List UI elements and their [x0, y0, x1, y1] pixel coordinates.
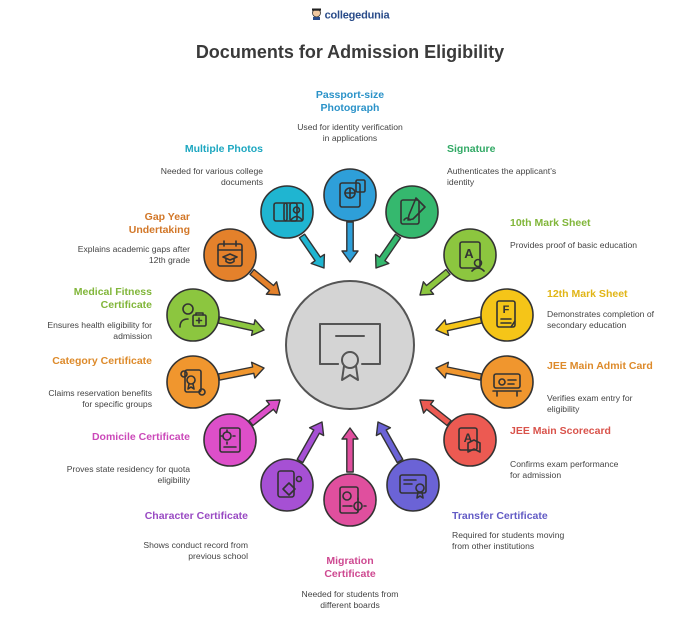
signature-icon: [400, 197, 426, 225]
desc-jee-score: Confirms exam performance for admission: [510, 459, 619, 480]
character-certificate-icon: [277, 470, 303, 498]
label-transfer: Transfer Certificate: [452, 510, 548, 522]
label-passport: Passport-size Photograph: [315, 89, 385, 114]
desc-twelfth: Demonstrates completion of secondary edu…: [547, 309, 654, 330]
arrow-jee-score: [419, 399, 452, 427]
scorecard-icon: A: [458, 427, 481, 453]
label-jee-admit: JEE Main Admit Card: [547, 360, 653, 372]
label-tenth: 10th Mark Sheet: [510, 217, 591, 229]
domicile-certificate-icon: [219, 427, 241, 453]
brand-mascot-icon: [311, 8, 322, 23]
circle-tenth: [443, 228, 497, 282]
desc-transfer: Required for students moving from other …: [452, 530, 565, 551]
desc-character: Shows conduct record from previous schoo…: [143, 540, 248, 561]
node-medical: [166, 288, 265, 342]
svg-text:A: A: [464, 431, 473, 445]
arrow-signature: [374, 233, 402, 269]
page-title: Documents for Admission Eligibility: [195, 42, 505, 62]
arrow-gap: [249, 268, 281, 296]
node-category: [166, 355, 265, 409]
label-character: Character Certificate: [144, 510, 248, 522]
arrow-medical: [217, 316, 265, 337]
node-jee-score: A: [419, 399, 497, 467]
desc-jee-admit: Verifies exam entry for eligibility: [547, 393, 633, 414]
arrow-passport: [341, 221, 359, 263]
transfer-certificate-icon: [399, 474, 427, 499]
circle-jee-admit: [480, 355, 534, 409]
arrow-transfer: [375, 421, 404, 464]
arrow-character: [296, 421, 325, 464]
label-gap: Gap Year Undertaking: [128, 211, 190, 236]
admit-card-icon: [492, 373, 522, 397]
certificate-icon: [319, 323, 381, 381]
node-photos: [260, 185, 326, 269]
desc-tenth: Provides proof of basic education: [510, 240, 638, 250]
svg-text:A: A: [464, 246, 474, 261]
desc-gap: Explains academic gaps after 12th grade: [77, 244, 190, 265]
marksheet-a-icon: A: [459, 241, 485, 272]
desc-migration: Needed for students from different board…: [301, 589, 399, 610]
node-tenth: A: [419, 228, 497, 296]
scroll-icon: [180, 369, 206, 396]
node-signature: [374, 185, 439, 269]
medical-kit-icon: [179, 303, 207, 328]
node-migration: [323, 427, 377, 527]
central-circle: [285, 280, 415, 410]
circle-signature: [385, 185, 439, 239]
circle-category: [166, 355, 220, 409]
node-jee-admit: [435, 355, 534, 409]
node-domicile: [203, 399, 281, 467]
arrow-jee-admit: [435, 361, 483, 381]
desc-category: Claims reservation benefits for specific…: [48, 388, 152, 409]
label-twelfth: 12th Mark Sheet: [547, 288, 628, 300]
brand-name: collegedunia: [324, 9, 390, 22]
desc-passport: Used for identity verification in applic…: [297, 122, 403, 143]
node-transfer: [375, 421, 440, 512]
desc-domicile: Proves state residency for quota eligibi…: [66, 464, 190, 485]
label-category: Category Certificate: [52, 355, 152, 367]
node-passport: [323, 168, 377, 263]
brand-logo: collegedunia: [0, 8, 700, 23]
label-migration: Migration Certificate: [324, 555, 376, 580]
migration-certificate-icon: [339, 486, 367, 514]
calendar-graduation-icon: [217, 240, 243, 267]
node-twelfth: F: [435, 288, 534, 342]
node-gap: [203, 228, 281, 296]
arrow-domicile: [248, 399, 281, 427]
label-jee-score: JEE Main Scorecard: [510, 425, 611, 437]
desc-medical: Ensures health eligibility for admission: [47, 320, 152, 341]
label-signature: Signature: [447, 143, 496, 155]
desc-signature: Authenticates the applicant's identity: [447, 166, 557, 187]
document-f-icon: F: [496, 300, 516, 328]
circle-domicile: [203, 413, 257, 467]
arrow-category: [217, 361, 265, 381]
arrow-twelfth: [435, 316, 483, 337]
label-medical: Medical Fitness Certificate: [73, 286, 152, 311]
circle-twelfth: [480, 288, 534, 342]
svg-text:F: F: [503, 304, 510, 316]
passport-icon: [339, 179, 366, 208]
arrow-tenth: [419, 268, 451, 296]
arrow-migration: [341, 427, 359, 473]
multiple-photos-icon: [273, 202, 304, 222]
node-character: [260, 421, 325, 512]
circle-jee-score: [443, 413, 497, 467]
circle-gap: [203, 228, 257, 282]
label-domicile: Domicile Certificate: [91, 431, 190, 443]
label-photos: Multiple Photos: [184, 143, 263, 155]
circle-transfer: [386, 458, 440, 512]
circle-migration: [323, 473, 377, 527]
desc-photos: Needed for various college documents: [160, 166, 263, 187]
arrow-photos: [298, 233, 326, 269]
